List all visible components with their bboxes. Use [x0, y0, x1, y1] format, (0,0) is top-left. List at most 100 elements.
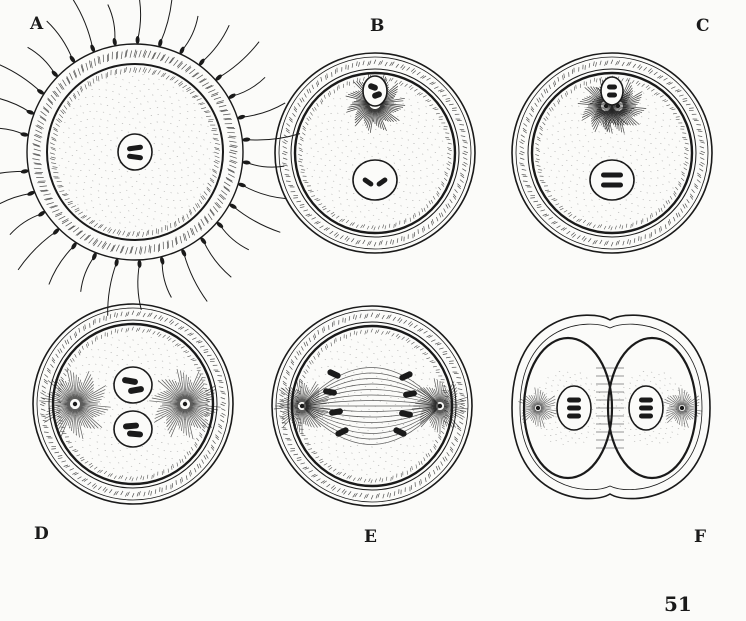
chromosome: [567, 398, 581, 403]
sperm-tail: [18, 232, 56, 270]
egg-e-cytoplasm: [304, 338, 441, 475]
sperm: [0, 169, 29, 181]
sperm: [238, 182, 286, 199]
nuclear-membrane: [353, 160, 397, 200]
sperm-tail: [0, 96, 30, 112]
sperm: [0, 63, 45, 96]
centrosome: [300, 404, 304, 408]
sperm: [157, 0, 172, 47]
sperm: [179, 16, 198, 55]
sperm-head: [136, 36, 140, 44]
sperm: [216, 221, 249, 250]
chromosome: [326, 368, 341, 379]
chromosome: [567, 406, 581, 411]
centrosome: [680, 406, 684, 410]
label-b: B: [370, 16, 385, 36]
sperm: [159, 256, 171, 297]
sperm: [49, 241, 78, 284]
sperm-tail: [138, 0, 141, 40]
centrosome: [536, 406, 540, 410]
nuclear-membrane: [114, 367, 152, 403]
sperm-tail: [160, 0, 172, 43]
sperm-head: [137, 260, 141, 268]
label-f: F: [694, 527, 707, 547]
sperm: [47, 21, 77, 64]
sperm-tail: [202, 25, 229, 62]
chromosome: [639, 414, 653, 419]
figure-d-pronuclei-meet: [33, 304, 233, 504]
sperm-tail: [108, 5, 115, 42]
egg-nucleus: [118, 134, 152, 170]
chromosome: [334, 426, 349, 437]
nuclear-membrane: [590, 160, 634, 200]
sperm-tail: [232, 77, 265, 96]
sperm-tail: [0, 193, 31, 210]
sperm: [137, 260, 141, 310]
nuclear-membrane: [601, 77, 623, 105]
sperm-tail: [182, 16, 198, 51]
male-pronucleus: [363, 76, 387, 106]
female-pronucleus: [590, 160, 634, 200]
chromosome: [323, 388, 338, 396]
egg-d-cytoplasm: [65, 336, 202, 473]
nuclear-membrane: [118, 134, 152, 170]
female-pronucleus: [353, 160, 397, 200]
nucleus-left: [557, 386, 591, 430]
nuclear-membrane: [114, 411, 152, 447]
chromosome: [399, 410, 414, 418]
sperm-tail: [184, 253, 208, 302]
label-e: E: [364, 527, 377, 547]
lower-pronucleus: [114, 411, 152, 447]
sperm: [198, 25, 229, 66]
sperm-tail: [10, 214, 42, 235]
sperm: [10, 210, 46, 235]
sperm-tail: [247, 163, 285, 168]
nucleus-right: [629, 386, 663, 430]
sperm-tail: [219, 42, 259, 78]
chromosome: [567, 414, 581, 419]
sperm-tail: [233, 206, 280, 232]
chromosome: [392, 426, 407, 437]
page-number: 51: [664, 592, 692, 616]
chromosome: [639, 406, 653, 411]
sperm: [242, 134, 300, 142]
sperm: [180, 248, 207, 301]
sperm: [81, 252, 98, 292]
chromosome: [398, 370, 413, 381]
centrosome: [183, 402, 187, 406]
chromosome: [607, 93, 617, 98]
chromosome: [639, 398, 653, 403]
sperm-tail: [138, 264, 141, 310]
sperm-tail: [203, 241, 231, 277]
chromosome: [403, 390, 418, 398]
label-a: A: [30, 14, 44, 34]
sperm: [228, 77, 265, 100]
sperm: [72, 0, 96, 53]
sperm-tail: [162, 261, 171, 298]
sperm-head: [20, 169, 29, 174]
male-pronucleus: [601, 77, 623, 105]
sperm-tail: [242, 185, 286, 199]
chromosome: [601, 173, 623, 178]
chromosome: [607, 85, 617, 90]
sperm-head: [114, 258, 119, 267]
label-d: D: [34, 524, 49, 544]
sperm: [199, 236, 231, 277]
figure-c-centrosome-division: [512, 53, 712, 253]
label-c: C: [696, 16, 710, 36]
sperm-tail: [49, 246, 74, 285]
sperm-tail: [0, 63, 41, 92]
centrosome: [73, 402, 77, 406]
sperm: [229, 203, 281, 233]
sperm: [214, 42, 259, 82]
figure-e-metaphase-spindle: [272, 306, 472, 506]
sperm-head: [242, 160, 250, 165]
sperm: [136, 0, 141, 44]
sperm-tail: [81, 256, 95, 291]
upper-pronucleus: [114, 367, 152, 403]
sperm: [0, 96, 35, 116]
sperm-tail: [28, 47, 55, 74]
sperm: [242, 160, 284, 167]
sperm: [18, 227, 60, 270]
chromosome: [601, 183, 623, 188]
